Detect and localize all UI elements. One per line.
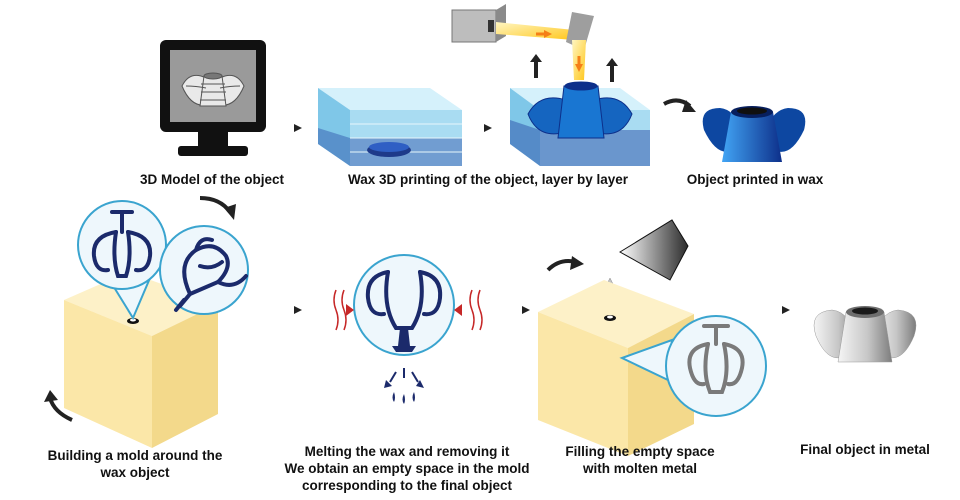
step-label-melt: Melting the wax and removing it We obtai… — [272, 443, 542, 494]
label-line: Wax 3D printing of the object, layer by … — [347, 172, 629, 187]
monitor-icon — [160, 40, 266, 156]
curved-arrow-icon — [44, 390, 73, 422]
crucible-icon — [619, 219, 689, 281]
laser-printer-icon — [451, 4, 650, 166]
step-label-final: Final object in metal — [780, 441, 950, 458]
heat-waves-icon — [333, 289, 483, 331]
label-line: Building a mold around the — [47, 448, 223, 463]
metal-object-icon — [813, 306, 917, 363]
arrow-icon — [468, 124, 492, 132]
arrow-icon — [278, 306, 302, 314]
step-label-print: Wax 3D printing of the object, layer by … — [318, 171, 658, 188]
label-line: Filling the empty space — [565, 444, 715, 459]
step-label-mold: Building a mold around the wax object — [20, 447, 250, 481]
curved-arrow-icon — [663, 98, 696, 112]
curved-arrow-icon — [546, 256, 584, 272]
mold-cube-icon — [64, 272, 218, 448]
up-arrow-icon — [530, 54, 618, 82]
wax-drops-icon — [384, 368, 424, 404]
melting-circle — [353, 254, 455, 356]
label-line: We obtain an empty space in the mold — [284, 461, 530, 476]
wax-object-tilted-circle — [159, 225, 249, 315]
step-label-fill: Filling the empty space with molten meta… — [540, 443, 740, 477]
label-line: wax object — [100, 465, 170, 480]
arrow-icon — [278, 124, 302, 132]
wax-object-detail-circle — [77, 200, 167, 290]
step-label-wax: Object printed in wax — [670, 171, 840, 188]
arrow-icon — [506, 306, 530, 314]
label-line: corresponding to the final object — [301, 478, 512, 493]
wireframe-model-icon — [181, 72, 245, 107]
label-line: with molten metal — [582, 461, 697, 476]
label-line: Melting the wax and removing it — [304, 444, 510, 459]
label-line: 3D Model of the object — [139, 172, 284, 187]
metal-object-detail-circle — [665, 315, 767, 417]
label-line: Final object in metal — [800, 442, 930, 457]
wax-object-icon — [702, 106, 806, 162]
wax-object-in-vat — [527, 81, 633, 139]
curved-arrow-icon — [199, 196, 236, 220]
arrow-icon — [766, 306, 790, 314]
step-label-model: 3D Model of the object — [112, 171, 312, 188]
label-line: Object printed in wax — [686, 172, 824, 187]
printing-vat-icon — [318, 88, 462, 166]
